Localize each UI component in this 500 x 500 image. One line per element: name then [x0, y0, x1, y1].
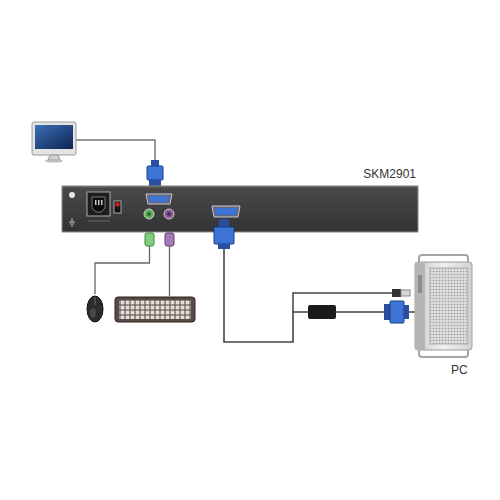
- pc-tower: [415, 262, 425, 350]
- monitor-icon: [45, 159, 63, 162]
- kvm-chassis: [62, 186, 418, 232]
- vga-plug: [218, 244, 230, 249]
- device-label: PC: [449, 362, 470, 378]
- mouse-cable: [95, 246, 150, 294]
- usb-branch: [401, 290, 410, 296]
- power-switch: [114, 201, 121, 213]
- vga-port: [215, 208, 237, 215]
- ps2-ports: [144, 209, 154, 219]
- usb-branch: [392, 289, 401, 297]
- mouse-icon: [87, 296, 103, 322]
- usb-branch: [293, 293, 392, 312]
- ps2-ports: [167, 212, 171, 216]
- vga-port: [212, 206, 240, 217]
- kvm-chassis: [69, 218, 75, 226]
- power-socket: [87, 192, 110, 221]
- power-socket: [92, 197, 105, 212]
- cable-splitter: [308, 305, 336, 319]
- keyboard-icon: [115, 297, 195, 322]
- power-socket: [88, 221, 110, 222]
- monitor-icon: [32, 122, 76, 163]
- vga-port: [212, 206, 240, 217]
- mouse-icon: [95, 297, 96, 305]
- vga-plug: [404, 305, 409, 319]
- ps2-ports: [144, 209, 174, 219]
- keyboard-icon: [119, 300, 191, 319]
- pc-tower: [419, 350, 468, 357]
- mouse-icon: [90, 308, 96, 318]
- power-socket: [87, 192, 110, 216]
- cable-splitter: [308, 305, 336, 319]
- kvm-switch: SKM2901: [62, 186, 418, 232]
- pc-tower: [419, 255, 468, 262]
- vga-plug: [214, 219, 234, 249]
- pc-tower: [415, 262, 472, 350]
- keyboard-cable: [165, 233, 174, 246]
- keyboard-icon: [115, 297, 195, 322]
- keyboard-cable: [165, 233, 174, 296]
- pc-tower: [418, 275, 422, 293]
- power-socket: [98, 200, 100, 205]
- monitor-icon: [32, 122, 76, 155]
- monitor-cable: [76, 140, 163, 186]
- mouse-cable: [145, 233, 154, 246]
- vga-port: [149, 196, 169, 202]
- power-switch: [116, 203, 120, 207]
- vga-port: [146, 194, 172, 204]
- mouse-cable: [95, 233, 154, 294]
- power-socket: [101, 200, 103, 205]
- kvm-chassis: [63, 187, 417, 188]
- kvm-chassis: [62, 186, 418, 232]
- vga-plug: [214, 227, 234, 244]
- vga-plug: [390, 301, 404, 323]
- monitor-cable: [147, 166, 163, 180]
- ps2-ports: [164, 209, 174, 219]
- monitor-icon: [35, 125, 73, 149]
- vga-plug: [219, 219, 229, 227]
- pc-tower: PC: [415, 262, 472, 350]
- vga-plug: [384, 304, 390, 320]
- pc-tower: [430, 268, 468, 344]
- kvm-chassis: [69, 192, 75, 198]
- keyboard-cable: [169, 246, 170, 296]
- vga-port: [146, 194, 172, 204]
- power-switch: [114, 201, 121, 213]
- monitor-cable: [151, 160, 159, 166]
- monitor-icon: [48, 155, 60, 160]
- power-socket: [95, 200, 97, 205]
- monitor-cable: [149, 180, 161, 186]
- monitor-cable: [76, 140, 155, 166]
- mouse-icon: [87, 296, 103, 322]
- vga-plug: [384, 301, 409, 323]
- vga-usb-cable: [224, 232, 415, 342]
- pc-tower: [415, 255, 472, 357]
- device-model-label: SKM2901: [361, 166, 418, 182]
- ps2-ports: [147, 212, 151, 216]
